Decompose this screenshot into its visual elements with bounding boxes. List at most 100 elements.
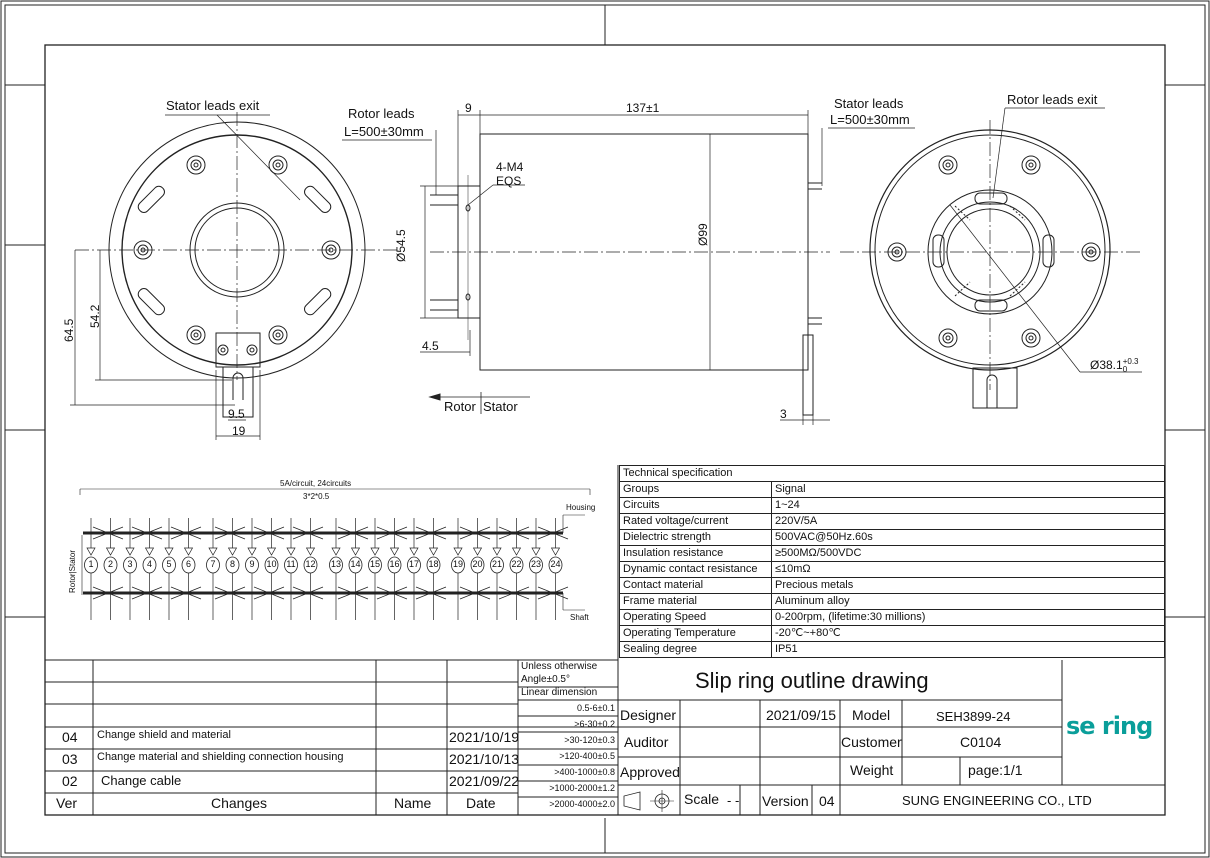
spec-value: Aluminum alloy xyxy=(771,593,1165,610)
tol-angle: Angle±0.5° xyxy=(521,674,570,685)
circuit-number: 8 xyxy=(229,559,235,569)
rev-header-changes: Changes xyxy=(211,795,268,811)
dim-eqs: EQS xyxy=(496,174,522,188)
circuit-number: 1 xyxy=(88,559,94,569)
rev-change-04: Change shield and material xyxy=(97,729,231,741)
circuit-mark xyxy=(492,547,502,556)
tolerance-row: >30-120±0.3 xyxy=(564,735,615,745)
circuit-mark xyxy=(409,547,419,556)
rev-change-03: Change material and shielding connection… xyxy=(97,751,344,763)
stator-leads-length: L=500±30mm xyxy=(830,112,910,127)
circuit-mark xyxy=(286,547,296,556)
rotor-arrow-label: Rotor xyxy=(444,399,476,414)
weight-label: Weight xyxy=(850,762,894,778)
circuit-number: 23 xyxy=(530,559,541,569)
spec-value: 220V/5A xyxy=(771,513,1165,530)
circuit-number: 7 xyxy=(210,559,216,569)
dim-645: 64.5 xyxy=(62,318,76,342)
twisted-pair-mark xyxy=(253,526,285,540)
twisted-pair-mark xyxy=(170,586,202,600)
circuit-mark xyxy=(227,547,238,556)
twisted-pair-mark xyxy=(376,586,408,600)
rev-header-ver: Ver xyxy=(56,795,78,811)
rev-header-name: Name xyxy=(394,795,432,811)
spec-param: Dielectric strength xyxy=(619,529,772,546)
stator-leads-exit-label: Stator leads exit xyxy=(166,98,260,113)
spec-param: Rated voltage/current xyxy=(619,513,772,530)
twisted-pair-mark xyxy=(459,526,491,540)
spec-param: Groups xyxy=(619,481,772,498)
rotor-stator-side-label: Rotor|Stator xyxy=(68,550,77,593)
dim-95: 9.5 xyxy=(228,407,245,421)
circuit-mark xyxy=(144,547,155,556)
twisted-pair-mark xyxy=(92,586,124,600)
dim-3: 3 xyxy=(780,407,787,421)
circuit-mark xyxy=(550,547,561,556)
designer-date: 2021/09/15 xyxy=(766,707,837,723)
spec-value: ≤10mΩ xyxy=(771,561,1165,578)
circuit-mark xyxy=(305,547,316,556)
twisted-pair-mark xyxy=(459,586,491,600)
right-end-view xyxy=(840,107,1142,409)
circuit-number: 16 xyxy=(389,559,400,569)
tol-unless: Unless otherwise xyxy=(521,661,598,672)
twisted-pair-mark xyxy=(131,586,163,600)
page-label: page:1/1 xyxy=(968,762,1023,778)
twisted-pair-mark xyxy=(92,526,124,540)
spec-param: Sealing degree xyxy=(619,641,772,658)
spec-value: 500VAC@50Hz.60s xyxy=(771,529,1165,546)
tolerance-row: >120-400±0.5 xyxy=(559,751,615,761)
auditor-label: Auditor xyxy=(624,734,669,750)
dim-137: 137±1 xyxy=(626,101,660,115)
se-ring-logo: se ring xyxy=(1066,712,1153,740)
circuit-number: 18 xyxy=(428,559,439,569)
twisted-pair-mark xyxy=(292,586,324,600)
rotor-leads-exit-label: Rotor leads exit xyxy=(1007,92,1098,107)
circuit-mark xyxy=(266,547,277,556)
rev-date-04: 2021/10/19 xyxy=(449,729,520,745)
twisted-pair-mark xyxy=(170,526,202,540)
tolerance-row: >2000-4000±2.0 xyxy=(549,799,615,809)
spec-param: Operating Speed xyxy=(619,609,772,626)
dim-19: 19 xyxy=(232,424,246,438)
model-label: Model xyxy=(852,707,891,723)
spec-value: 1~24 xyxy=(771,497,1165,514)
circuit-number: 10 xyxy=(266,559,277,569)
tol-linear: Linear dimension xyxy=(521,687,598,698)
twisted-pair-mark xyxy=(415,586,447,600)
circuit-number: 12 xyxy=(305,559,316,569)
circuit-number: 6 xyxy=(185,559,191,569)
circuit-mark xyxy=(370,547,380,556)
twisted-pair-mark xyxy=(337,586,369,600)
dim-545: Ø54.5 xyxy=(394,229,408,262)
circuit-mark xyxy=(164,547,174,556)
dim-4m4: 4-M4 xyxy=(496,160,524,174)
circuit-mark xyxy=(86,547,96,556)
twisted-pair-mark xyxy=(131,526,163,540)
rev-date-03: 2021/10/13 xyxy=(449,751,520,767)
twisted-pair-mark xyxy=(415,526,447,540)
customer-value: C0104 xyxy=(960,734,1002,750)
twisted-pair-mark xyxy=(214,586,246,600)
rev-date-02: 2021/09/22 xyxy=(449,773,520,789)
circuit-mark xyxy=(428,547,439,556)
twisted-pair-mark xyxy=(214,526,246,540)
circuit-number: 2 xyxy=(107,559,113,569)
circuit-mark xyxy=(125,547,135,556)
circuit-mark xyxy=(531,547,541,556)
spec-row: Insulation resistance≥500MΩ/500VDC xyxy=(619,545,1165,562)
tolerance-row: >400-1000±0.8 xyxy=(554,767,615,777)
rev-ver-03: 03 xyxy=(62,751,78,767)
rotor-leads-label: Rotor leads xyxy=(348,106,415,121)
circuit-number: 13 xyxy=(330,559,341,569)
circuit-mark xyxy=(389,547,400,556)
circuit-mark xyxy=(511,547,522,556)
customer-label: Customer xyxy=(841,734,902,750)
